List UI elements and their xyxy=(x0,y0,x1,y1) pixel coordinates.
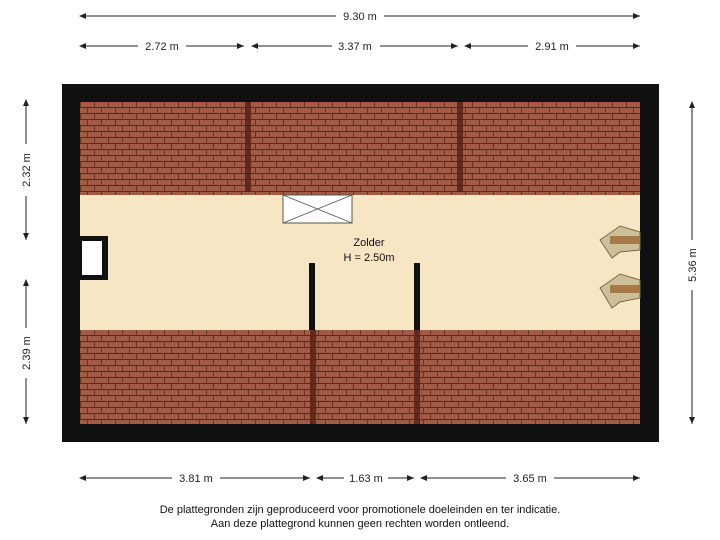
dimension-label: 1.63 m xyxy=(349,473,383,485)
dimension-label: 2.32 m xyxy=(21,153,33,187)
roof-slope-top xyxy=(80,102,640,195)
storage-item-top xyxy=(599,225,641,259)
rafter-bottom-left xyxy=(310,330,316,424)
dimension-label: 3.81 m xyxy=(179,473,213,485)
dimension-bottom-3: 3.65 m xyxy=(420,473,640,485)
dimension-left-top: 2.32 m xyxy=(21,99,33,240)
dimension-label: 2.91 m xyxy=(535,41,569,53)
dimension-right-total: 5.36 m xyxy=(687,101,699,424)
dimension-label: 3.65 m xyxy=(513,473,547,485)
dimension-top-total: 9.30 m xyxy=(79,11,640,23)
room-height: H = 2.50m xyxy=(343,252,394,264)
dimension-label: 5.36 m xyxy=(687,248,699,282)
dimension-top-1: 2.72 m xyxy=(79,41,244,53)
dimension-top-2: 3.37 m xyxy=(251,41,458,53)
disclaimer-line-2: Aan deze plattegrond kunnen geen rechten… xyxy=(210,518,510,530)
rafter-bottom-right xyxy=(414,330,420,424)
post-left xyxy=(309,263,315,330)
storage-item-bottom xyxy=(599,273,641,309)
dimension-bottom-2: 1.63 m xyxy=(316,473,414,485)
dimension-label: 9.30 m xyxy=(343,11,377,23)
post-right xyxy=(414,263,420,330)
roof-hatch xyxy=(282,194,353,224)
rafter-top-right xyxy=(457,102,463,192)
dimension-top-3: 2.91 m xyxy=(464,41,640,53)
dimension-left-bottom: 2.39 m xyxy=(21,279,33,424)
dimension-label: 2.39 m xyxy=(21,336,33,370)
attic-floor xyxy=(80,195,640,330)
roof-slope-bottom xyxy=(80,330,640,424)
rafter-top-left xyxy=(245,102,251,192)
chimney-opening xyxy=(82,241,102,275)
dimension-label: 2.72 m xyxy=(145,41,179,53)
room-name: Zolder xyxy=(353,237,385,249)
dimension-label: 3.37 m xyxy=(338,41,372,53)
disclaimer-line-1: De plattegronden zijn geproduceerd voor … xyxy=(159,504,561,516)
dimension-bottom-1: 3.81 m xyxy=(79,473,310,485)
